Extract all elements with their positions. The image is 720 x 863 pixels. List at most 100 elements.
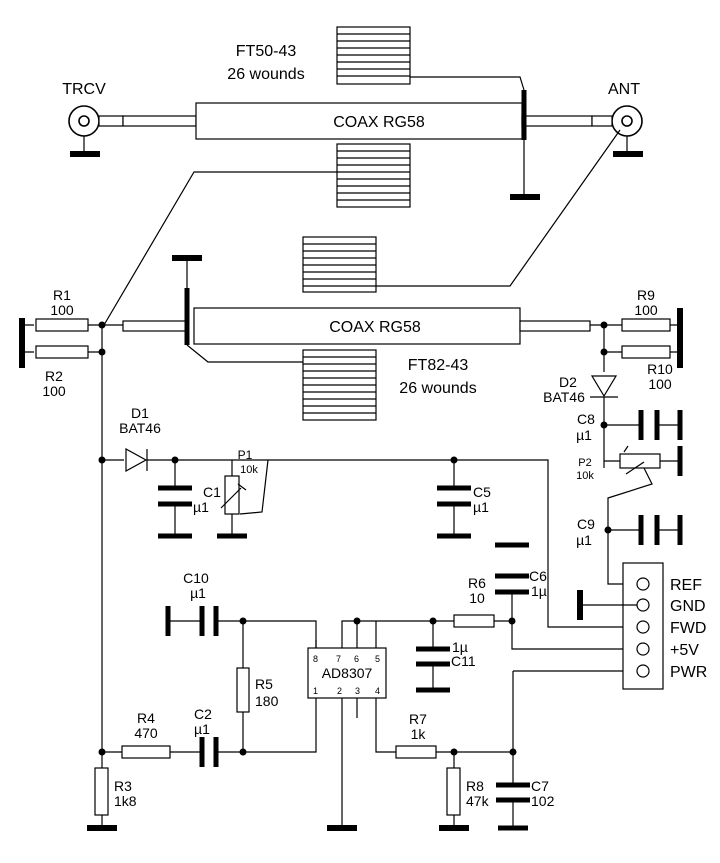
r6-name: R6: [468, 575, 486, 591]
r9-name: R9: [637, 287, 655, 303]
top-transformer-wounds: 26 wounds: [227, 66, 304, 83]
c1-name: C1: [203, 484, 221, 500]
ic-pin-2: 2: [337, 686, 342, 696]
resistor-r5: [236, 667, 250, 713]
potentiometer-p2: [604, 445, 683, 585]
c8-value: µ1: [576, 427, 592, 443]
resistor-r6: [453, 614, 495, 628]
r7-value: 1k: [411, 726, 427, 742]
header-connector: [577, 562, 664, 690]
capacitor-c11: [416, 621, 450, 693]
wire-ant-to-toroid: [376, 129, 621, 287]
d1-value: BAT46: [119, 420, 161, 436]
capacitor-c9: [604, 515, 683, 545]
capacitor-c2: [199, 737, 219, 767]
top-coax-label: COAX RG58: [333, 114, 425, 131]
resistor-r3: [94, 767, 109, 816]
diode-d1: [98, 447, 454, 473]
header-gnd: GND: [670, 598, 706, 615]
r5-name: R5: [255, 676, 273, 692]
diode-d2: [590, 375, 618, 468]
capacitor-c8: [600, 410, 683, 440]
capacitor-c7: [496, 670, 623, 831]
bottom-toroid-upper: [302, 236, 377, 293]
top-toroid-upper: [336, 26, 411, 85]
ic-pin-7: 7: [336, 654, 341, 664]
ant-connector: [611, 105, 643, 157]
trcv-connector: [68, 105, 100, 157]
resistor-r4: [121, 745, 171, 759]
c8-name: C8: [577, 411, 595, 427]
resistor-r9: [621, 318, 671, 332]
r3-value: 1k8: [114, 793, 137, 809]
ic-pin-1: 1: [313, 686, 318, 696]
header-pwr: PWR: [670, 664, 707, 681]
r10-value: 100: [648, 376, 672, 392]
c7-name: C7: [531, 778, 549, 794]
r1-value: 100: [50, 302, 74, 318]
c9-name: C9: [577, 516, 595, 532]
c2-value: µ1: [194, 721, 210, 737]
p1-name: P1: [238, 448, 253, 462]
bottom-transformer-wounds: 26 wounds: [399, 380, 476, 397]
resistor-r2: [35, 345, 89, 359]
capacitor-c5: [437, 456, 623, 628]
ic-name: AD8307: [322, 665, 373, 681]
ic-pin-4: 4: [375, 686, 380, 696]
capacitor-c10: [165, 606, 317, 668]
r3-name: R3: [114, 778, 132, 794]
c10-value: µ1: [190, 585, 206, 601]
bottom-transformer-label: FT82-43: [408, 357, 469, 374]
resistor-r7: [395, 745, 437, 759]
r4-name: R4: [137, 710, 155, 726]
p2-value: 10k: [576, 470, 594, 482]
c5-name: C5: [473, 484, 491, 500]
c9-value: µ1: [576, 532, 592, 548]
c6-name: C6: [529, 568, 547, 584]
r9-value: 100: [634, 302, 658, 318]
ic-pin-8: 8: [313, 654, 318, 664]
resistor-r10: [621, 345, 671, 359]
r2-name: R2: [45, 368, 63, 384]
wire-toroid-to-r1: [103, 171, 337, 326]
r8-name: R8: [466, 778, 484, 794]
r4-value: 470: [134, 725, 158, 741]
c11-name: C11: [451, 653, 476, 669]
c10-name: C10: [183, 570, 209, 586]
header-5v: +5V: [670, 642, 699, 659]
top-transformer-label: FT50-43: [236, 43, 297, 60]
capacitor-c1: [158, 460, 192, 539]
r10-name: R10: [647, 361, 673, 377]
ant-label: ANT: [608, 81, 640, 98]
resistor-r1: [35, 318, 89, 332]
r2-value: 100: [42, 383, 66, 399]
r1-name: R1: [53, 287, 71, 303]
d2-name: D2: [559, 374, 577, 390]
c11-value: 1µ: [452, 639, 468, 655]
resistor-r8: [446, 767, 461, 816]
p1-value: 10k: [240, 464, 258, 476]
top-coax: [98, 76, 613, 200]
c2-name: C2: [194, 706, 212, 722]
header-fwd: FWD: [670, 620, 706, 637]
ic-pin-6: 6: [354, 654, 359, 664]
r7-name: R7: [409, 711, 427, 727]
trcv-label: TRCV: [62, 81, 106, 98]
potentiometer-p1: [217, 459, 269, 539]
d2-value: BAT46: [543, 389, 585, 405]
capacitor-c6: [495, 542, 623, 650]
header-ref: REF: [670, 577, 702, 594]
c7-value: 102: [531, 793, 555, 809]
bottom-toroid-lower: [302, 349, 377, 421]
c5-value: µ1: [473, 499, 489, 515]
d1-name: D1: [131, 405, 149, 421]
r6-value: 10: [469, 590, 485, 606]
bottom-coax-label: COAX RG58: [329, 319, 421, 336]
ic-pin-3: 3: [355, 686, 360, 696]
ic-pin-5: 5: [375, 654, 380, 664]
ic-ad8307: [307, 640, 387, 718]
c1-value: µ1: [193, 499, 209, 515]
p2-name: P2: [578, 457, 591, 469]
r8-value: 47k: [466, 793, 490, 809]
